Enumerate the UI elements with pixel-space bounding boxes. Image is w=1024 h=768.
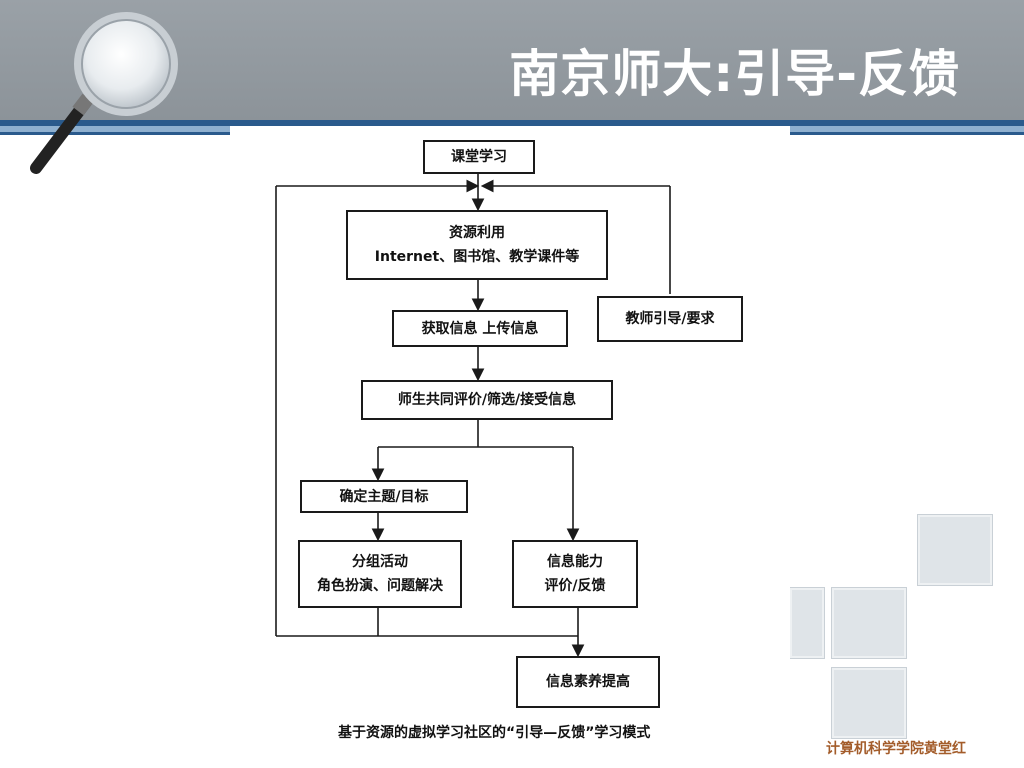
- magnifier-icon: [30, 12, 178, 174]
- box-teacher-guidance: 教师引导/要求: [597, 296, 743, 342]
- decor-square: [832, 588, 906, 658]
- box-label: 获取信息 上传信息: [421, 320, 539, 337]
- box-label: 教师引导/要求: [625, 311, 715, 327]
- box-group-activity: 分组活动 角色扮演、问题解决: [298, 540, 462, 608]
- header-stripe-dark: [0, 120, 1024, 126]
- author-credit: 计算机科学学院黄堂红: [826, 741, 966, 757]
- box-label: 确定主题/目标: [339, 488, 429, 505]
- box-label: 评价/反馈: [544, 578, 606, 594]
- decor-square: [918, 515, 992, 585]
- box-classroom-learning: 课堂学习: [423, 140, 535, 174]
- box-label: Internet、图书馆、教学课件等: [374, 249, 580, 265]
- box-acquire-upload: 获取信息 上传信息: [392, 310, 568, 347]
- box-label: 资源利用: [449, 225, 505, 241]
- box-label: 师生共同评价/筛选/接受信息: [397, 392, 577, 408]
- box-label: 信息能力: [547, 554, 603, 570]
- box-resource-use: 资源利用 Internet、图书馆、教学课件等: [346, 210, 608, 280]
- box-information-ability: 信息能力 评价/反馈: [512, 540, 638, 608]
- box-label: 课堂学习: [451, 149, 507, 165]
- box-label: 角色扮演、问题解决: [317, 578, 443, 594]
- slide-title: 南京师大:引导-反馈: [509, 45, 960, 103]
- box-label: 分组活动: [352, 554, 408, 570]
- decor-square: [832, 668, 906, 738]
- box-joint-evaluation: 师生共同评价/筛选/接受信息: [361, 380, 613, 420]
- decor-square: [790, 588, 824, 658]
- box-literacy-improvement: 信息素养提高: [516, 656, 660, 708]
- box-determine-topic: 确定主题/目标: [300, 480, 468, 513]
- box-label: 信息素养提高: [546, 674, 630, 690]
- diagram-caption: 基于资源的虚拟学习社区的“引导—反馈”学习模式: [338, 725, 651, 741]
